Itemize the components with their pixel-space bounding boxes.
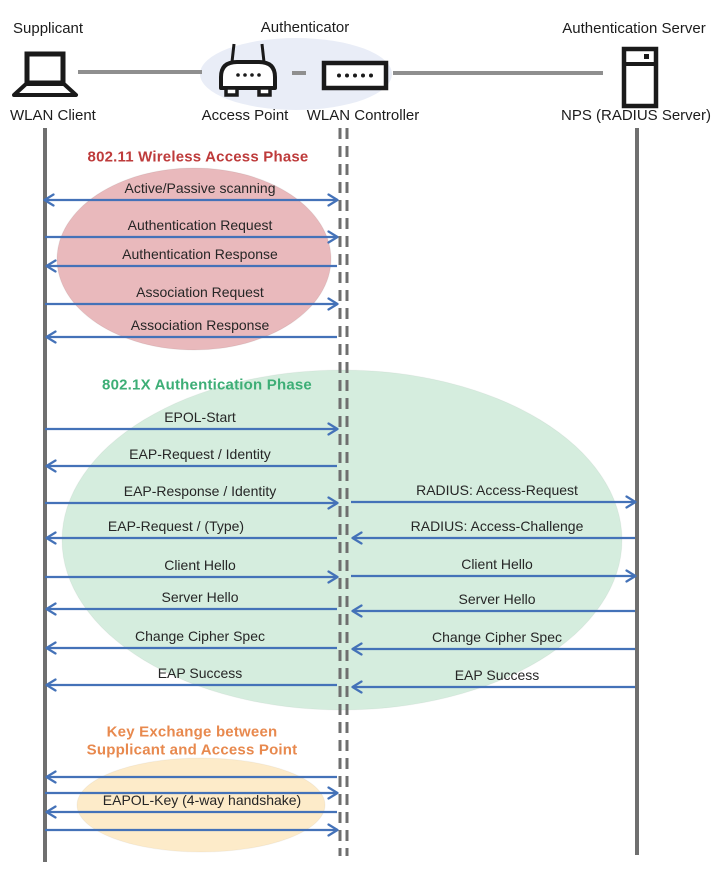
message-label: RADIUS: Access-Challenge bbox=[410, 518, 584, 534]
phase2-title: 802.1X Authentication Phase bbox=[102, 376, 312, 394]
message-label: Authentication Request bbox=[127, 217, 273, 233]
device-label-wlan-client: WLAN Client bbox=[10, 107, 96, 124]
message-label: Association Request bbox=[136, 284, 264, 300]
message-label: EPOL-Start bbox=[164, 409, 236, 425]
device-label-nps-radius-server: NPS (RADIUS Server) bbox=[560, 107, 712, 124]
message-label: EAP Success bbox=[157, 665, 243, 681]
message-label: Server Hello bbox=[458, 591, 536, 607]
phase1-title: 802.11 Wireless Access Phase bbox=[87, 148, 309, 166]
message-label: Change Cipher Spec bbox=[135, 628, 265, 644]
message-label: RADIUS: Access-Request bbox=[416, 482, 578, 498]
message-label: EAP-Request / (Type) bbox=[107, 518, 245, 534]
message-label: Client Hello bbox=[164, 557, 236, 573]
role-label-authentication-server: Authentication Server bbox=[562, 20, 706, 37]
phase3-title-line1: Key Exchange between bbox=[106, 723, 278, 741]
server-icon bbox=[621, 46, 659, 109]
device-label-wlan-controller: WLAN Controller bbox=[306, 107, 420, 124]
message-label: Active/Passive scanning bbox=[124, 180, 276, 196]
message-label: Change Cipher Spec bbox=[432, 629, 562, 645]
phase3-title-line2: Supplicant and Access Point bbox=[86, 741, 298, 759]
role-label-supplicant: Supplicant bbox=[13, 20, 84, 37]
phase3-ellipse bbox=[76, 757, 326, 853]
wlan-controller-icon bbox=[321, 60, 389, 91]
message-label: EAPOL-Key (4-way handshake) bbox=[102, 792, 302, 808]
message-label: EAP-Response / Identity bbox=[123, 483, 277, 499]
message-label: Server Hello bbox=[161, 589, 239, 605]
message-arrow-layer bbox=[43, 193, 637, 837]
phase2-ellipse bbox=[61, 369, 623, 711]
message-label: Association Response bbox=[130, 317, 270, 333]
device-label-access-point: Access Point bbox=[201, 107, 289, 124]
access-point-icon bbox=[219, 43, 277, 97]
message-label: Client Hello bbox=[461, 556, 533, 572]
message-label: EAP-Request / Identity bbox=[129, 446, 271, 462]
role-label-authenticator: Authenticator bbox=[260, 19, 350, 36]
laptop-icon bbox=[12, 51, 78, 97]
message-label: EAP Success bbox=[454, 667, 540, 683]
message-label: Authentication Response bbox=[122, 246, 278, 262]
